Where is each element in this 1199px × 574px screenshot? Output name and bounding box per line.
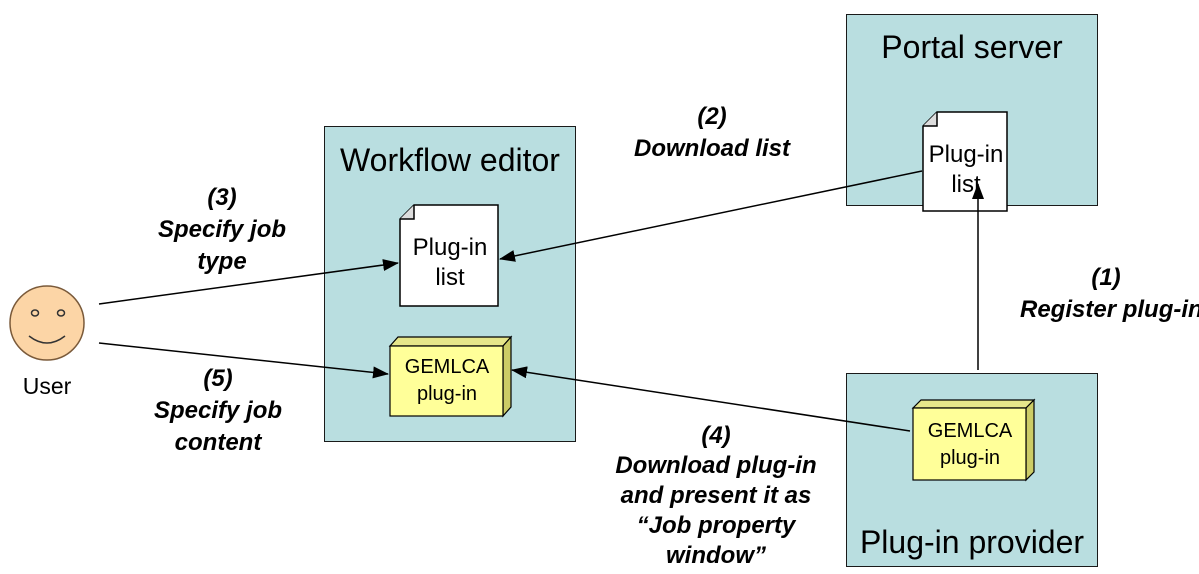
plugin-provider-title: Plug-in provider	[859, 524, 1085, 560]
edge-text-5: Specify job content	[153, 397, 283, 456]
edge-label-download-plugin: (4) Download plug-in and present it as “…	[592, 421, 840, 571]
user-label: User	[22, 373, 72, 399]
arrow-download-plugin	[511, 366, 911, 432]
user-icon	[9, 285, 85, 361]
edge-text-3: Specify job type	[157, 216, 287, 275]
arrow-download-list	[499, 170, 923, 262]
portal-server-title: Portal server	[881, 29, 1063, 65]
workflow-plugin-list-label: Plug-in list	[412, 234, 488, 291]
edge-step-4: (4)	[701, 422, 731, 449]
edge-text-1: Register plug-in	[1020, 296, 1199, 323]
edge-label-specify-type: (3) Specify job type	[132, 182, 312, 278]
edge-label-download-list: (2) Download list	[612, 101, 812, 165]
arrow-specify-job-type	[98, 259, 399, 305]
edge-label-register: (1) Register plug-in	[1020, 262, 1199, 326]
workflow-gemlca-label: GEMLCA plug-in	[404, 356, 490, 405]
document-icon-portal	[922, 111, 1008, 212]
edge-text-2: Download list	[634, 135, 790, 162]
arrow-specify-job-content	[98, 342, 389, 379]
edge-label-specify-content: (5) Specify job content	[128, 363, 308, 459]
workflow-editor-title: Workflow editor	[340, 142, 560, 178]
cube-icon-workflow	[388, 335, 513, 418]
provider-gemlca-label: GEMLCA plug-in	[927, 420, 1013, 469]
edge-step-1: (1)	[1091, 264, 1121, 291]
document-icon-workflow	[399, 204, 499, 307]
cube-icon-provider	[911, 398, 1036, 482]
edge-text-4: Download plug-in and present it as “Job …	[615, 452, 817, 569]
edge-step-3: (3)	[207, 184, 237, 211]
edge-step-2: (2)	[697, 103, 727, 130]
portal-plugin-list-label: Plug-in list	[928, 141, 1004, 198]
edge-step-5: (5)	[203, 365, 233, 392]
